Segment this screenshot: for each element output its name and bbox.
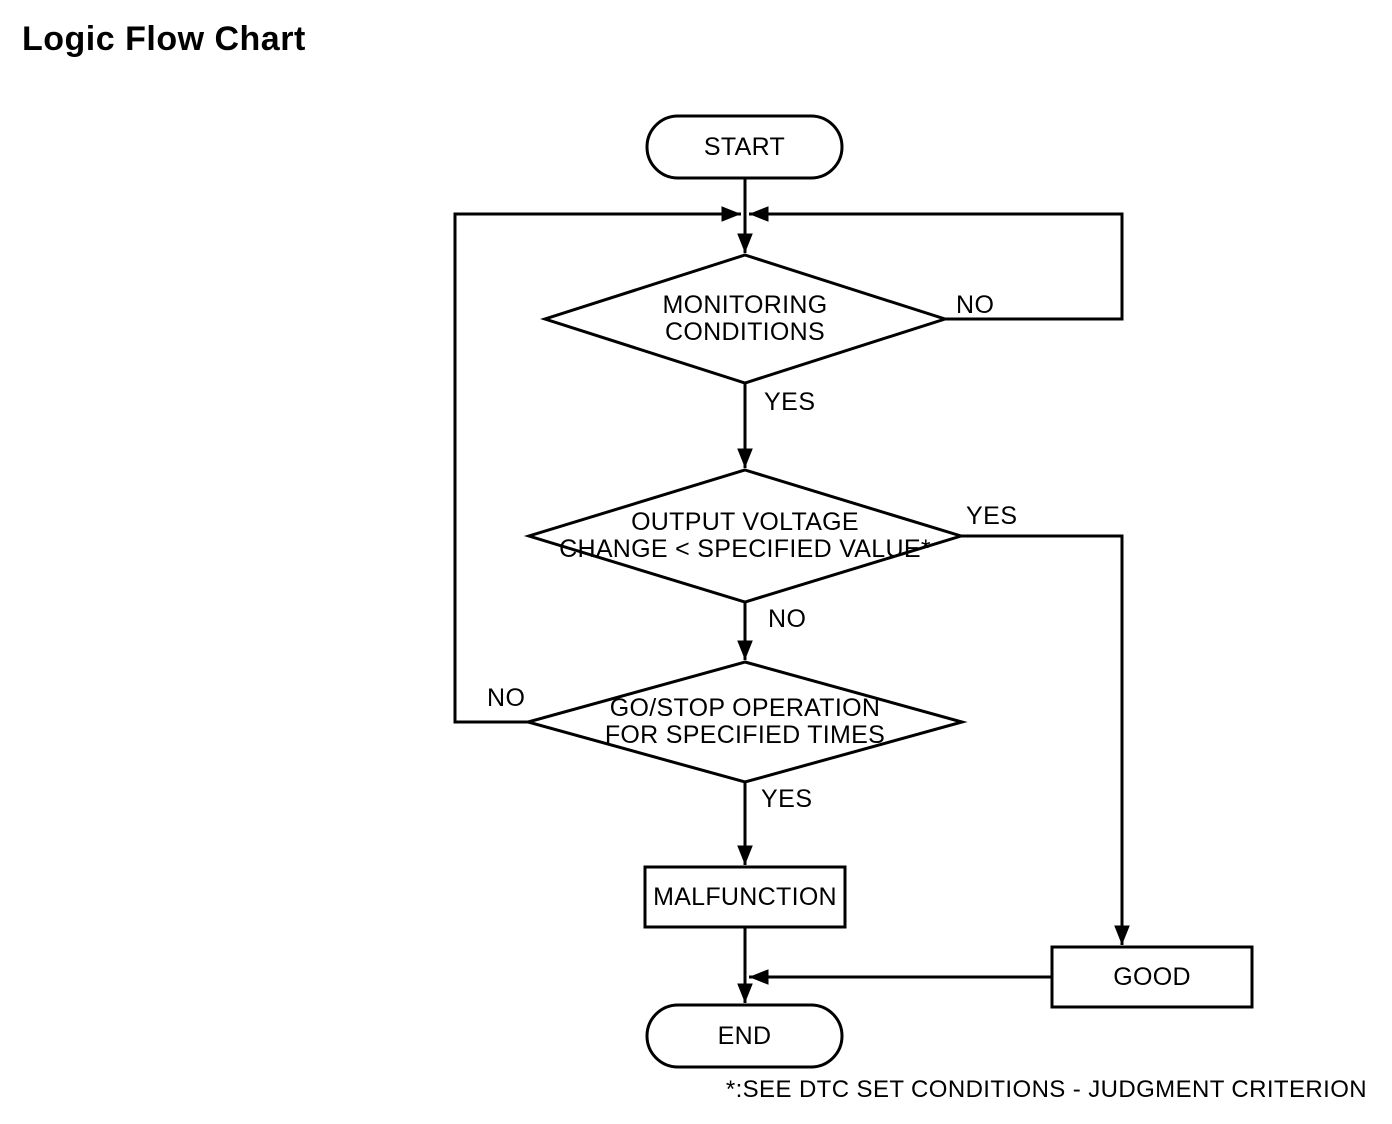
edge-monitoring-no-loop xyxy=(749,206,1124,321)
go-stop-diamond-shape xyxy=(522,660,968,784)
monitoring-diamond-shape xyxy=(540,253,950,385)
page-title: Logic Flow Chart xyxy=(22,20,306,58)
edge-go-stop-no-loop xyxy=(453,206,741,724)
end-node-shape xyxy=(645,1003,844,1069)
malfunction-box-shape xyxy=(643,865,847,929)
good-box-shape xyxy=(1050,945,1254,1009)
footer-note: *:SEE DTC SET CONDITIONS - JUDGMENT CRIT… xyxy=(725,1076,1367,1103)
output-voltage-diamond-shape xyxy=(523,468,967,604)
start-node-shape xyxy=(645,114,844,180)
edge-output-voltage-yes xyxy=(961,534,1130,945)
